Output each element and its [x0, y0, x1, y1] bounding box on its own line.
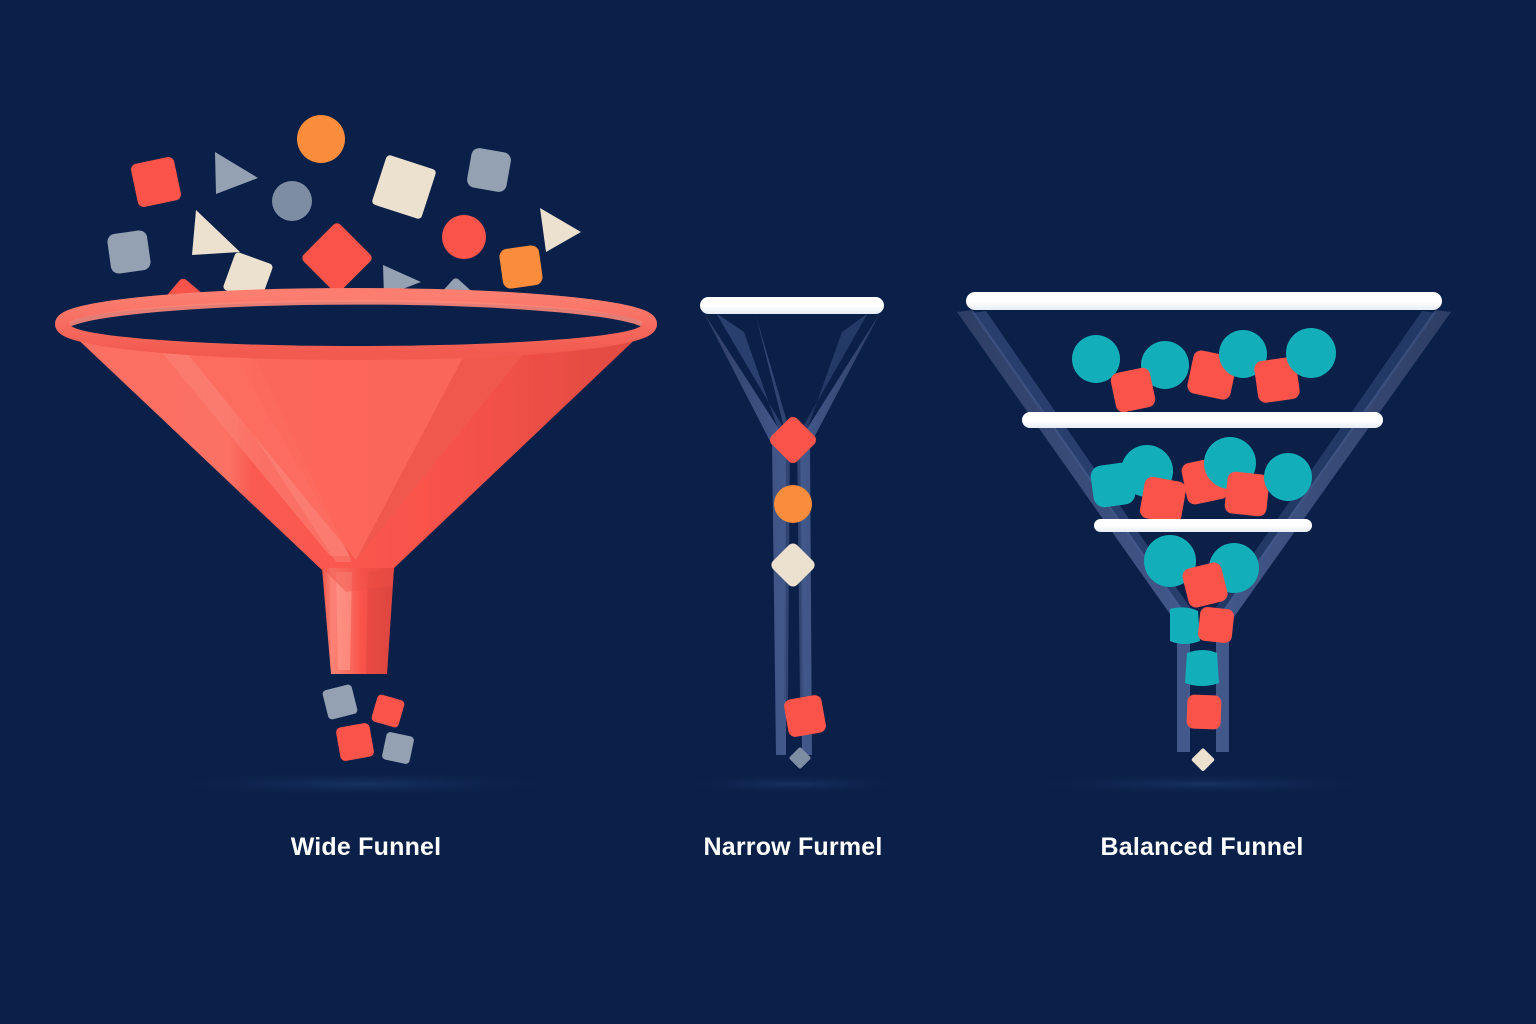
wide-funnel-highlight [160, 350, 350, 556]
narrow-funnel-inside-shapes [770, 417, 816, 587]
shape-circle [1264, 453, 1312, 501]
balanced-funnel-stage-2-shapes [1090, 437, 1312, 524]
wide-funnel-inner-face [186, 344, 525, 560]
wide-funnel-stem-highlight [336, 572, 352, 670]
shape-circle [1286, 328, 1336, 378]
shape-circle [297, 115, 345, 163]
narrow-funnel-center-guide-left [756, 316, 790, 700]
shape-square [382, 732, 414, 764]
shape-square [784, 695, 826, 737]
shape-circle [442, 215, 486, 259]
shape-square [1254, 357, 1300, 403]
shape-square [499, 245, 543, 289]
shape-square [372, 155, 436, 219]
shape-diamond [1191, 748, 1215, 771]
shape-square [223, 252, 273, 302]
shape-square [107, 230, 151, 274]
shape-circle [1141, 341, 1189, 389]
shape-diamond [789, 747, 811, 769]
shape-square [131, 157, 181, 207]
wide-funnel-rim [55, 288, 657, 360]
shape-circle [272, 181, 312, 221]
shape-square [1186, 694, 1222, 730]
wide-funnel-stem-shade [366, 568, 394, 674]
narrow-funnel-top-bar [700, 297, 884, 314]
caption-wide-funnel: Wide Funnel [290, 833, 442, 861]
shape-square [322, 684, 358, 720]
caption-balanced-funnel: Balanced Funnel [1100, 833, 1304, 861]
shape-square [336, 723, 374, 761]
shape-square [1139, 476, 1187, 524]
shape-square [1110, 367, 1156, 413]
narrow-funnel-right-wall [800, 313, 880, 755]
narrow-funnel-output-shapes [784, 695, 826, 769]
shape-blob [1170, 607, 1200, 644]
wide-funnel-rim-top-highlight [69, 299, 643, 327]
floor-shadows [147, 771, 1393, 797]
balanced-funnel-stage-1-shapes [1072, 328, 1336, 413]
balanced-funnel-divider-1 [966, 292, 1442, 310]
balanced-funnel-right-inner [1210, 311, 1436, 632]
shape-square [467, 148, 511, 192]
shape-square [302, 223, 372, 293]
balanced-funnel-stage-3-shapes [1144, 535, 1259, 730]
shape-square [371, 694, 405, 728]
panel-narrow-funnel [700, 297, 884, 769]
shape-triangle [540, 208, 581, 252]
shape-blob [1185, 650, 1219, 686]
shape-square [1182, 562, 1228, 608]
narrow-funnel-left-wall [704, 313, 786, 755]
shape-diamond [770, 417, 816, 463]
caption-narrow-funnel: Narrow Furmel [703, 833, 883, 861]
balanced-funnel-output-shapes [1191, 748, 1215, 771]
shape-circle [1072, 335, 1120, 383]
panel-wide-funnel [55, 115, 657, 764]
shape-triangle [192, 210, 240, 255]
balanced-funnel-divider-2 [1022, 412, 1383, 428]
panel-balanced-funnel [957, 292, 1451, 771]
balanced-funnel-divider-3 [1094, 519, 1312, 532]
wide-funnel-inner-shade [356, 344, 525, 560]
shape-triangle [215, 152, 258, 194]
shape-diamond [771, 543, 815, 587]
shape-square [1198, 607, 1234, 643]
wide-funnel-stem-neck [322, 568, 394, 592]
shape-square [1224, 471, 1270, 517]
balanced-funnel-left-inner [972, 311, 1196, 632]
shape-circle [774, 485, 812, 523]
wide-funnel-rim-opening [70, 302, 642, 346]
wide-funnel-output-shapes [322, 684, 414, 764]
